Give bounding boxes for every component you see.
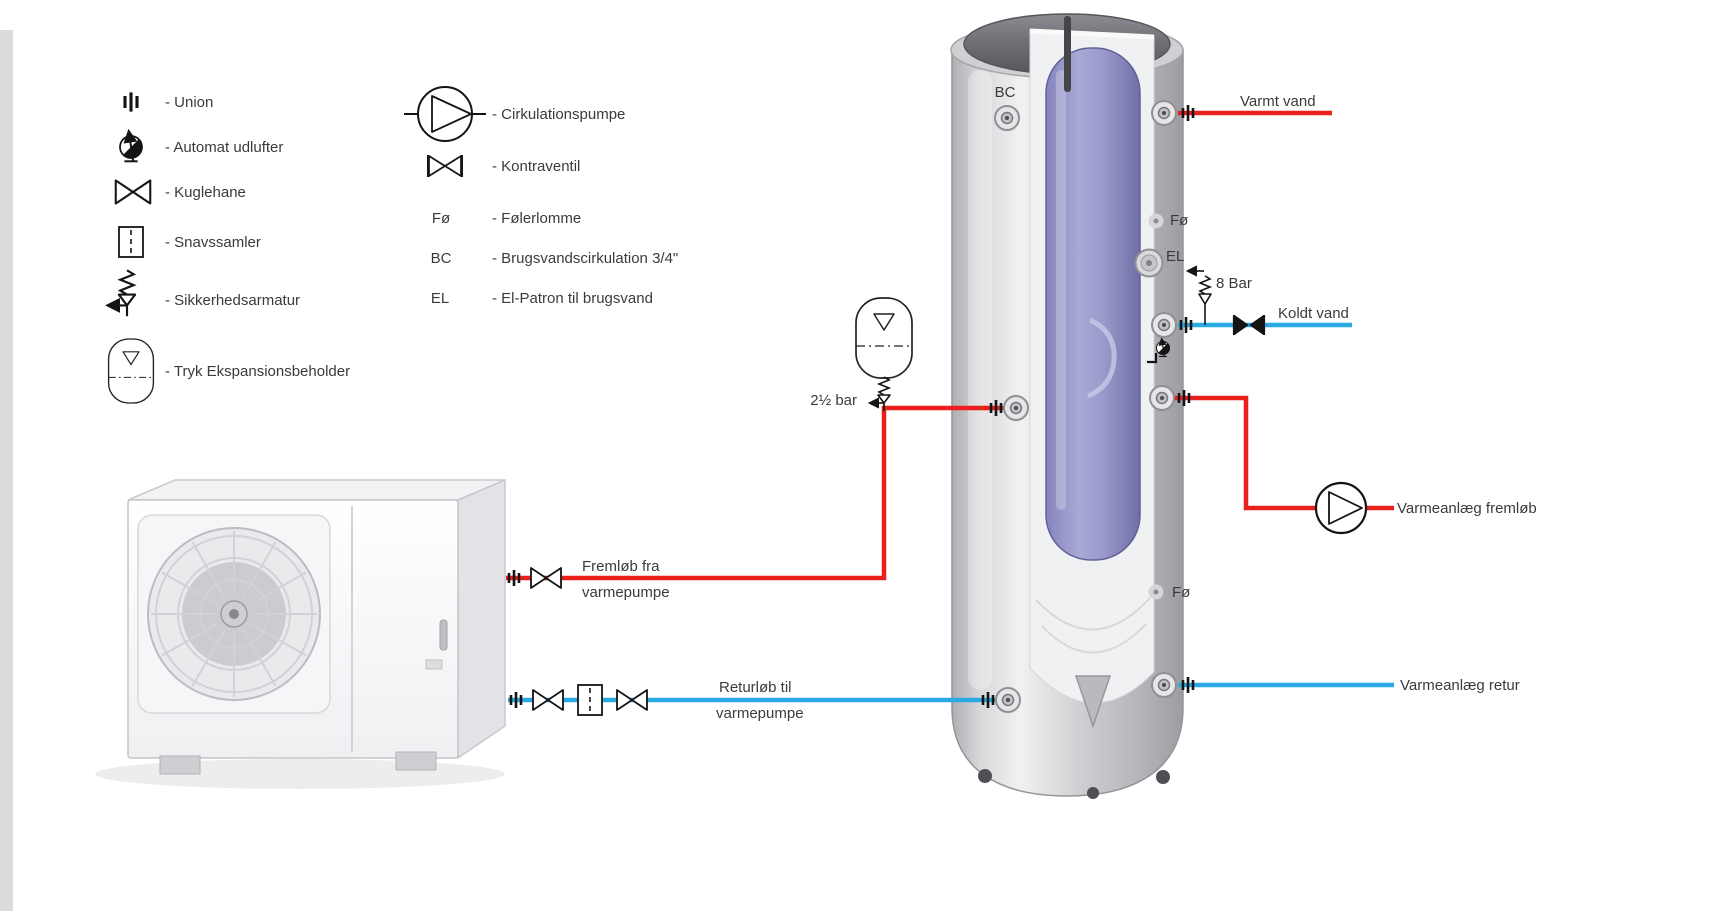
return-out-port — [995, 687, 1021, 713]
legend-label: - Sikkerhedsarmatur — [165, 292, 300, 309]
coil-hint — [1086, 317, 1117, 399]
legend-abbr-el: EL — [431, 290, 449, 307]
heating-flow-port — [1149, 385, 1175, 411]
strainer-icon — [577, 684, 603, 716]
ball-valve-icon — [114, 179, 152, 205]
circulation-pump-icon — [404, 86, 486, 142]
pipe-flow-from-heatpump — [506, 405, 1006, 581]
label-returloeb-line1: Returløb til — [719, 679, 792, 696]
auto-air-vent-icon — [120, 132, 142, 162]
label-koldt-vand: Koldt vand — [1278, 305, 1349, 322]
legend-abbr-bc: BC — [431, 250, 452, 267]
safety-valve-icon — [1198, 293, 1212, 305]
strainer-icon — [118, 226, 144, 258]
label-fremloeb-line1: Fremløb fra — [582, 558, 660, 575]
label-foe-bottom: Fø — [1172, 584, 1190, 601]
tank-cutaway — [1029, 16, 1155, 729]
legend-label: - Union — [165, 94, 213, 111]
legend-label: - Tryk Ekspansionsbeholder — [165, 363, 350, 380]
legend-label: - Cirkulationspumpe — [492, 106, 625, 123]
sensor-pocket-bottom — [1148, 584, 1164, 600]
vent-stem — [1147, 353, 1158, 364]
legend-label: - Kuglehane — [165, 184, 246, 201]
circulation-pump-icon — [1314, 481, 1368, 535]
storage-tank — [950, 13, 1184, 799]
diagram-labels: Varmt vand Koldt vand Varmeanlæg fremløb… — [582, 84, 1537, 722]
bc-port — [994, 105, 1020, 131]
expansion-vessel-icon — [107, 338, 155, 404]
label-el: EL — [1166, 248, 1184, 265]
legend-abbr-foe: Fø — [432, 210, 450, 227]
tank-fittings — [994, 100, 1177, 713]
anode-rod — [1064, 16, 1071, 92]
label-varmt-vand: Varmt vand — [1240, 93, 1316, 110]
safety-valve-icon — [108, 270, 135, 316]
label-inlet-pressure: 8 Bar — [1216, 275, 1252, 292]
auto-air-vent-assembly — [1147, 339, 1170, 364]
cold-water-port — [1151, 312, 1177, 338]
tank-foot — [978, 769, 992, 783]
heat-pump-unit — [95, 478, 506, 789]
label-sticker — [425, 659, 443, 670]
flow-in-port — [1003, 395, 1029, 421]
fan-grille-icon — [147, 527, 321, 701]
legend-label: - Automat udlufter — [165, 139, 283, 156]
check-valve-icon — [427, 155, 463, 177]
union-icon — [123, 90, 139, 114]
insulation-edge — [1029, 28, 1155, 40]
tank-foot — [1156, 770, 1170, 784]
legend-right: - Cirkulationspumpe - Kontraventil Fø - … — [404, 86, 678, 307]
legend-label: - Følerlomme — [492, 210, 581, 227]
label-varmeanlaeg-fremloeb: Varmeanlæg fremløb — [1397, 500, 1537, 517]
legend-left: - Union - Automat udlufter - Kuglehane -… — [107, 90, 350, 404]
heat-pump-top-panel — [127, 479, 506, 501]
tank-highlight — [968, 70, 992, 690]
heat-pump-side-panel — [457, 478, 506, 760]
expansion-vessel-assembly — [855, 297, 913, 411]
inner-tank — [1045, 47, 1141, 561]
cold-inlet-safety-group — [1185, 265, 1213, 325]
pipe-components — [507, 103, 1368, 716]
pipes — [506, 110, 1394, 703]
page-edge-strip — [0, 30, 13, 911]
label-foe-top: Fø — [1170, 212, 1188, 229]
legend-label: - Snavssamler — [165, 234, 261, 251]
label-expansion-pressure: 2½ bar — [810, 392, 857, 409]
ball-valve-icon — [616, 689, 648, 711]
interior-contours — [1035, 597, 1151, 654]
heat-pump-shadow — [95, 759, 505, 789]
inner-tank-highlight — [1056, 70, 1066, 510]
heat-pump-foot-right — [395, 751, 437, 771]
tank-foot — [1087, 787, 1099, 799]
hot-water-port — [1151, 100, 1177, 126]
label-varmeanlaeg-retur: Varmeanlæg retur — [1400, 677, 1520, 694]
spring-icon — [1197, 275, 1213, 295]
label-fremloeb-line2: varmepumpe — [582, 584, 670, 601]
legend-label: - Brugsvandscirkulation 3/4" — [492, 250, 678, 267]
sensor-pocket-top — [1148, 213, 1164, 229]
expansion-vessel-icon — [855, 297, 913, 379]
ball-valve-icon — [532, 689, 564, 711]
label-bc: BC — [995, 84, 1016, 101]
drain-cone — [1074, 675, 1112, 729]
el-heater-cap — [1134, 248, 1164, 278]
door-handle — [439, 619, 448, 651]
label-returloeb-line2: varmepumpe — [716, 705, 804, 722]
ball-valve-icon — [530, 567, 562, 589]
heat-pump-foot-left — [159, 755, 201, 775]
legend-label: - Kontraventil — [492, 158, 580, 175]
legend-label: - El-Patron til brugsvand — [492, 290, 653, 307]
heating-return-port — [1151, 672, 1177, 698]
